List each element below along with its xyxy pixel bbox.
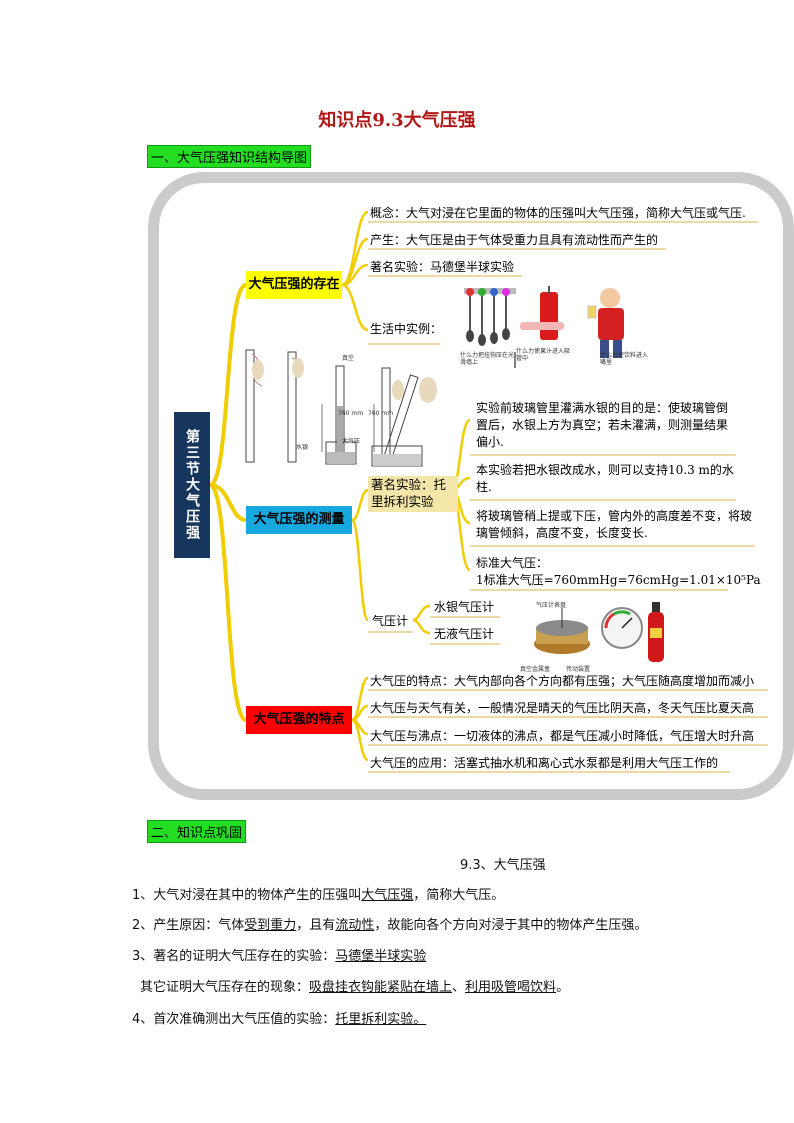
- answer: 受到重力: [244, 918, 297, 933]
- standard-atm-label: 标准大气压：: [476, 556, 549, 570]
- caption-vacuum-box: 真空金属盒: [520, 666, 551, 673]
- text: 2、产生原因：气体: [132, 918, 245, 933]
- leaf-life-examples: 生活中实例：: [370, 322, 443, 336]
- leaf-mercury-barometer: 水银气压计: [434, 600, 495, 614]
- child-drinking-image: [587, 288, 624, 358]
- answer: 吸盘挂衣钩能紧贴在墙上: [309, 980, 453, 995]
- fire-extinguisher-image: [648, 602, 664, 662]
- branch-features: 大气压强的特点: [246, 706, 352, 734]
- text: ，且有: [296, 918, 336, 933]
- page-title: 知识点9.3大气压强: [318, 110, 476, 131]
- text: ，故能向各个方向对浸于其中的物体产生压强。: [374, 918, 648, 933]
- answer: 大气压强: [361, 888, 414, 903]
- feature-1: 大气压的特点：大气内部向各个方向都有压强；大气压随高度增加而减小: [370, 674, 755, 688]
- torricelli-apparatus-illustration: [245, 349, 437, 467]
- review-point-3-extra: 其它证明大气压存在的现象：吸盘挂衣钩能紧贴在墙上、利用吸管喝饮料。: [140, 976, 569, 995]
- label-atm: 大气压: [342, 438, 361, 445]
- leaf-aneroid-barometer: 无液气压计: [434, 627, 495, 641]
- juice-bottle-image: [520, 286, 564, 340]
- text: 、: [452, 980, 466, 995]
- section-heading-mindmap: 一、大气压强知识结构导图: [147, 145, 312, 168]
- feature-2: 大气压与天气有关，一般情况是晴天的气压比阴天高，冬天气压比夏天高: [370, 701, 755, 715]
- text: 1、大气对浸在其中的物体产生的压强叫: [132, 888, 362, 903]
- answer: 托里拆利实验。: [335, 1012, 427, 1027]
- leaf-concept: 概念：大气对浸在它里面的物体的压强叫大气压强，简称大气压或气压.: [370, 206, 746, 220]
- section-heading-review: 二、知识点巩固: [147, 820, 247, 843]
- leaf-barometer: 气压计: [372, 614, 409, 628]
- label-vacuum: 真空: [342, 355, 355, 362]
- barometer-illustration: [534, 602, 664, 662]
- review-point-4: 4、首次准确测出大气压值的实验：托里拆利实验。: [132, 1008, 426, 1027]
- standard-atm-value: 1标准大气压=760mmHg=76cmHg=1.01×10⁵Pa: [476, 573, 761, 587]
- torricelli-note-1: 实验前玻璃管里灌满水银的目的是：使玻璃管倒置后，水银上方为真空；若未灌满，则测量…: [476, 401, 729, 449]
- review-point-2: 2、产生原因：气体受到重力，且有流动性，故能向各个方向对浸于其中的物体产生压强。: [132, 914, 647, 933]
- torricelli-note-3: 将玻璃管稍上提或下压，管内外的高度差不变，将玻璃管倾斜，高度不变，长度变长.: [476, 509, 753, 540]
- caption-child: 什么力使饮料进入嘴里: [600, 352, 649, 366]
- branch-existence: 大气压强的存在: [246, 271, 342, 299]
- branch-measurement: 大气压强的测量: [246, 506, 352, 534]
- leaf-magdeburg: 著名实验：马德堡半球实验: [370, 260, 515, 274]
- caption-transmission: 传动装置: [566, 666, 591, 673]
- feature-3: 大气压与沸点：一切液体的沸点，都是气压减小时降低，气压增大时升高: [370, 729, 755, 743]
- text: ，简称大气压。: [413, 888, 505, 903]
- caption-hook: 什么力把挂钩压在光滑墙上: [460, 352, 515, 366]
- answer: 马德堡半球实验: [335, 949, 427, 964]
- label-760mm-b: 760 mm: [368, 410, 394, 417]
- text: 3、著名的证明大气压存在的实验：: [132, 949, 336, 964]
- review-point-1: 1、大气对浸在其中的物体产生的压强叫大气压强，简称大气压。: [132, 884, 504, 903]
- label-mercury: 水银: [296, 444, 309, 451]
- feature-4: 大气压的应用：活塞式抽水机和离心式水泵都是利用大气压工作的: [370, 756, 719, 770]
- suction-hook-image: [464, 288, 516, 346]
- torricelli-note-2: 本实验若把水银改成水，则可以支持10.3 m的水柱.: [476, 463, 734, 494]
- text: 其它证明大气压存在的现象：: [140, 980, 310, 995]
- leaf-torricelli: 著名实验：托里拆利实验: [368, 476, 458, 512]
- text: 。: [556, 980, 570, 995]
- review-point-3: 3、著名的证明大气压存在的实验：马德堡半球实验: [132, 945, 426, 964]
- aneroid-device-image: [534, 608, 590, 654]
- mindmap-root: 第三节大气压强: [174, 412, 210, 558]
- pressure-gauge-image: [601, 607, 643, 649]
- life-examples-illustration: [464, 286, 624, 368]
- answer: 利用吸管喝饮料: [465, 980, 557, 995]
- caption-bottle: 什么力使果汁进入吸管中: [516, 348, 571, 362]
- caption-gauge-dial: 气压计表盘: [536, 602, 567, 609]
- text: 4、首次准确测出大气压值的实验：: [132, 1012, 336, 1027]
- review-subtitle: 9.3、大气压强: [460, 858, 546, 873]
- label-760mm-a: 760 mm: [338, 410, 364, 417]
- answer: 流动性: [335, 918, 375, 933]
- leaf-cause: 产生：大气压是由于气体受重力且具有流动性而产生的: [370, 233, 659, 247]
